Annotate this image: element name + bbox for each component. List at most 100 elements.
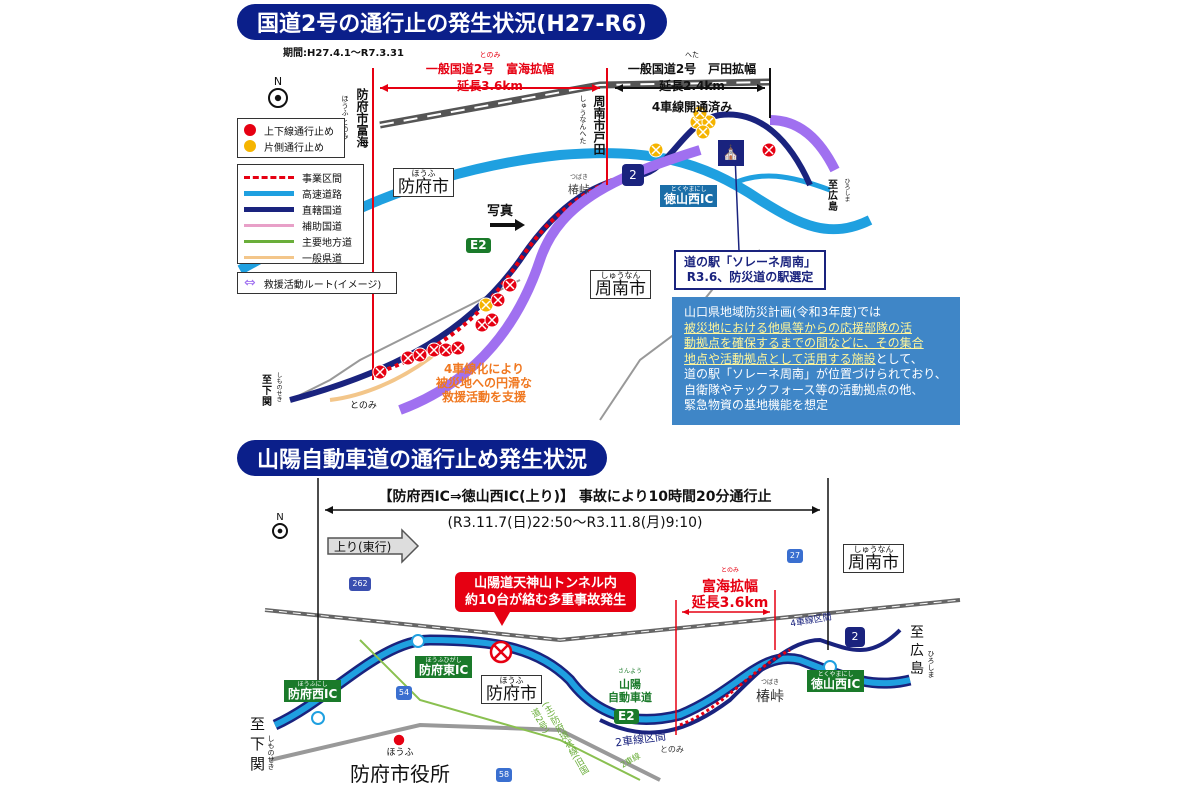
ruby: ほうふひがし — [425, 657, 462, 664]
tokuyama-west-ic-label: とくやまにし徳山西IC — [807, 670, 865, 692]
major-local-line-icon — [244, 239, 294, 243]
hiroshima-ruby: ひろしま — [843, 178, 850, 202]
tsubaki-label-bottom: つばき椿峠 — [756, 677, 784, 706]
city-name: 防府市 — [398, 177, 449, 197]
info-line: 道の駅「ソレーネ周南」が位置づけられており、 — [684, 367, 947, 381]
ruby: ほうふ — [411, 169, 436, 178]
both-lanes-closure-marker — [502, 277, 518, 293]
legend-label: 上下線通行止め — [264, 126, 334, 138]
place-name: 椿峠 — [568, 183, 590, 196]
hofu-city-label-bottom: ほうふ防府市 — [481, 675, 542, 704]
place-name: 防府市役所 — [350, 762, 450, 786]
place-name: 椿峠 — [756, 689, 784, 705]
legend-label: 救援活動ルート(イメージ) — [263, 279, 382, 291]
boundary-east-ruby: しゅうなんへた — [579, 95, 587, 144]
city-name: 周南市 — [595, 279, 646, 299]
north-indicator: N — [268, 75, 288, 108]
to-hiroshima-label: 至広島 — [828, 180, 838, 213]
roadside-station-icon: ⛪ — [718, 140, 744, 166]
four-lane-note: 4車線化により 被災地への円滑な 救援活動を支援 — [436, 362, 532, 404]
ruby: つばき — [569, 174, 588, 181]
double-arrow-icon: ⇔ — [244, 275, 256, 291]
ruby: とくやまにし — [817, 671, 854, 678]
e2-shield: E2 — [466, 238, 491, 253]
legend-expressway: 高速道路 — [244, 185, 357, 201]
period-label: 期間:H27.4.1～R7.3.31 — [283, 48, 404, 59]
callout-line: R3.6、防災道の駅選定 — [686, 270, 814, 284]
city-hall-label: ほうふ防府市役所 — [350, 745, 450, 787]
aux-line-icon — [244, 223, 294, 227]
route-2-shield-bottom: 2 — [845, 627, 865, 647]
route-262-shield: 262 — [349, 577, 371, 591]
legend-national: 直轄国道 — [244, 201, 357, 217]
boundary-east-label: 周南市戸田 — [592, 95, 606, 155]
prefectural-road — [329, 348, 442, 402]
note-line: 救援活動を支援 — [442, 390, 527, 404]
legend-label: 高速道路 — [302, 189, 342, 201]
city-name: 防府市 — [486, 684, 537, 704]
both-lanes-closure-marker — [450, 340, 466, 356]
shunan-city-label: しゅうなん周南市 — [590, 270, 651, 299]
direction-arrow — [327, 528, 420, 564]
callout-line: 道の駅「ソレーネ周南」 — [684, 255, 817, 269]
legend-rescue-route: ⇔ 救援活動ルート(イメージ) — [244, 275, 390, 291]
e2-shield-bottom: E2 — [614, 709, 639, 724]
shunan-city-label-bottom: しゅうなん周南市 — [843, 544, 904, 573]
callout-line: 山陽道天神山トンネル内 — [474, 576, 617, 591]
accident-callout: 山陽道天神山トンネル内 約10台が絡む多重事故発生 — [455, 572, 637, 612]
sanyo-expressway-label: さんよう 山陽 自動車道 — [608, 665, 652, 704]
tomi-ruby: とのみ — [479, 51, 501, 59]
ruby: しゅうなん — [600, 271, 641, 280]
both-lanes-closure-marker — [426, 342, 442, 358]
legend-label: 直轄国道 — [302, 205, 342, 217]
info-line: 緊急物資の基地機能を想定 — [684, 398, 829, 412]
route-2-shield: 2 — [622, 164, 644, 186]
closure-legend: 上下線通行止め 片側通行止め — [237, 118, 345, 158]
tsubaki-label: つばき椿峠 — [568, 172, 590, 197]
road-legend: 事業区間 高速道路 直轄国道 補助国道 主要地方道 一般県道 — [237, 164, 364, 265]
ic-name: 徳山西IC — [811, 677, 861, 691]
heta-title: 一般国道2号 戸田拡幅 — [627, 62, 757, 76]
ic-name: 防府東IC — [419, 663, 469, 677]
city-name: 周南市 — [848, 553, 899, 573]
heta-ruby: へた — [685, 51, 699, 59]
both-lanes-closure-marker — [372, 364, 388, 380]
north-indicator-bottom: N — [272, 512, 288, 539]
boundary-west-ruby: ほうふ とのみ — [341, 95, 349, 140]
legend-aux-national: 補助国道 — [244, 217, 357, 233]
red-closure-icon — [244, 124, 256, 136]
hofu-city-label: ほうふ防府市 — [393, 168, 454, 197]
label-line: 山陽 — [619, 678, 641, 691]
to-shimonoseki-label-bottom: 至下関 — [250, 715, 266, 773]
info-line: 自衛隊やテックフォース等の活動拠点の他、 — [684, 382, 924, 397]
city-hall-marker — [392, 733, 406, 747]
legend-major-local: 主要地方道 — [244, 233, 357, 249]
one-side-closure-marker — [648, 142, 664, 158]
ruby: ほうふ — [386, 748, 414, 758]
tomi-title: 富海拡幅 — [702, 579, 758, 595]
tomi-title: 一般国道2号 富海拡幅 — [425, 62, 555, 76]
heta-status: 4車線開通済み — [651, 100, 733, 114]
callout-pointer — [494, 612, 510, 626]
closure-markers — [372, 105, 777, 380]
shimonoseki-ruby-bottom: しものせき — [267, 735, 275, 770]
one-side-closure-marker — [695, 124, 711, 140]
tomi-widening-label: とのみ 富海拡幅 延長3.6km — [690, 563, 770, 611]
tonomi-label-bottom: とのみ — [660, 745, 684, 754]
shimonoseki-ruby: しものせき — [275, 372, 282, 402]
project-line-icon — [244, 175, 294, 179]
route-legend: ⇔ 救援活動ルート(イメージ) — [237, 272, 397, 294]
ruby: つばき — [760, 679, 779, 686]
one-side-closure-marker — [692, 105, 708, 121]
prefectural-line-icon — [244, 255, 294, 259]
rescue-route-2 — [769, 115, 840, 173]
ruby: しゅうなん — [853, 545, 894, 554]
ruby: ほうふ — [499, 676, 524, 685]
legend-label: 事業区間 — [302, 173, 342, 185]
label-line: 自動車道 — [608, 691, 652, 704]
hofu-west-ic-label: ほうふにし防府西IC — [284, 680, 342, 702]
ruby: ほうふにし — [297, 681, 328, 688]
ruby: さんよう — [617, 668, 642, 675]
legend-one-side-closed: 片側通行止め — [244, 138, 338, 154]
legend-label: 片側通行止め — [264, 142, 324, 154]
